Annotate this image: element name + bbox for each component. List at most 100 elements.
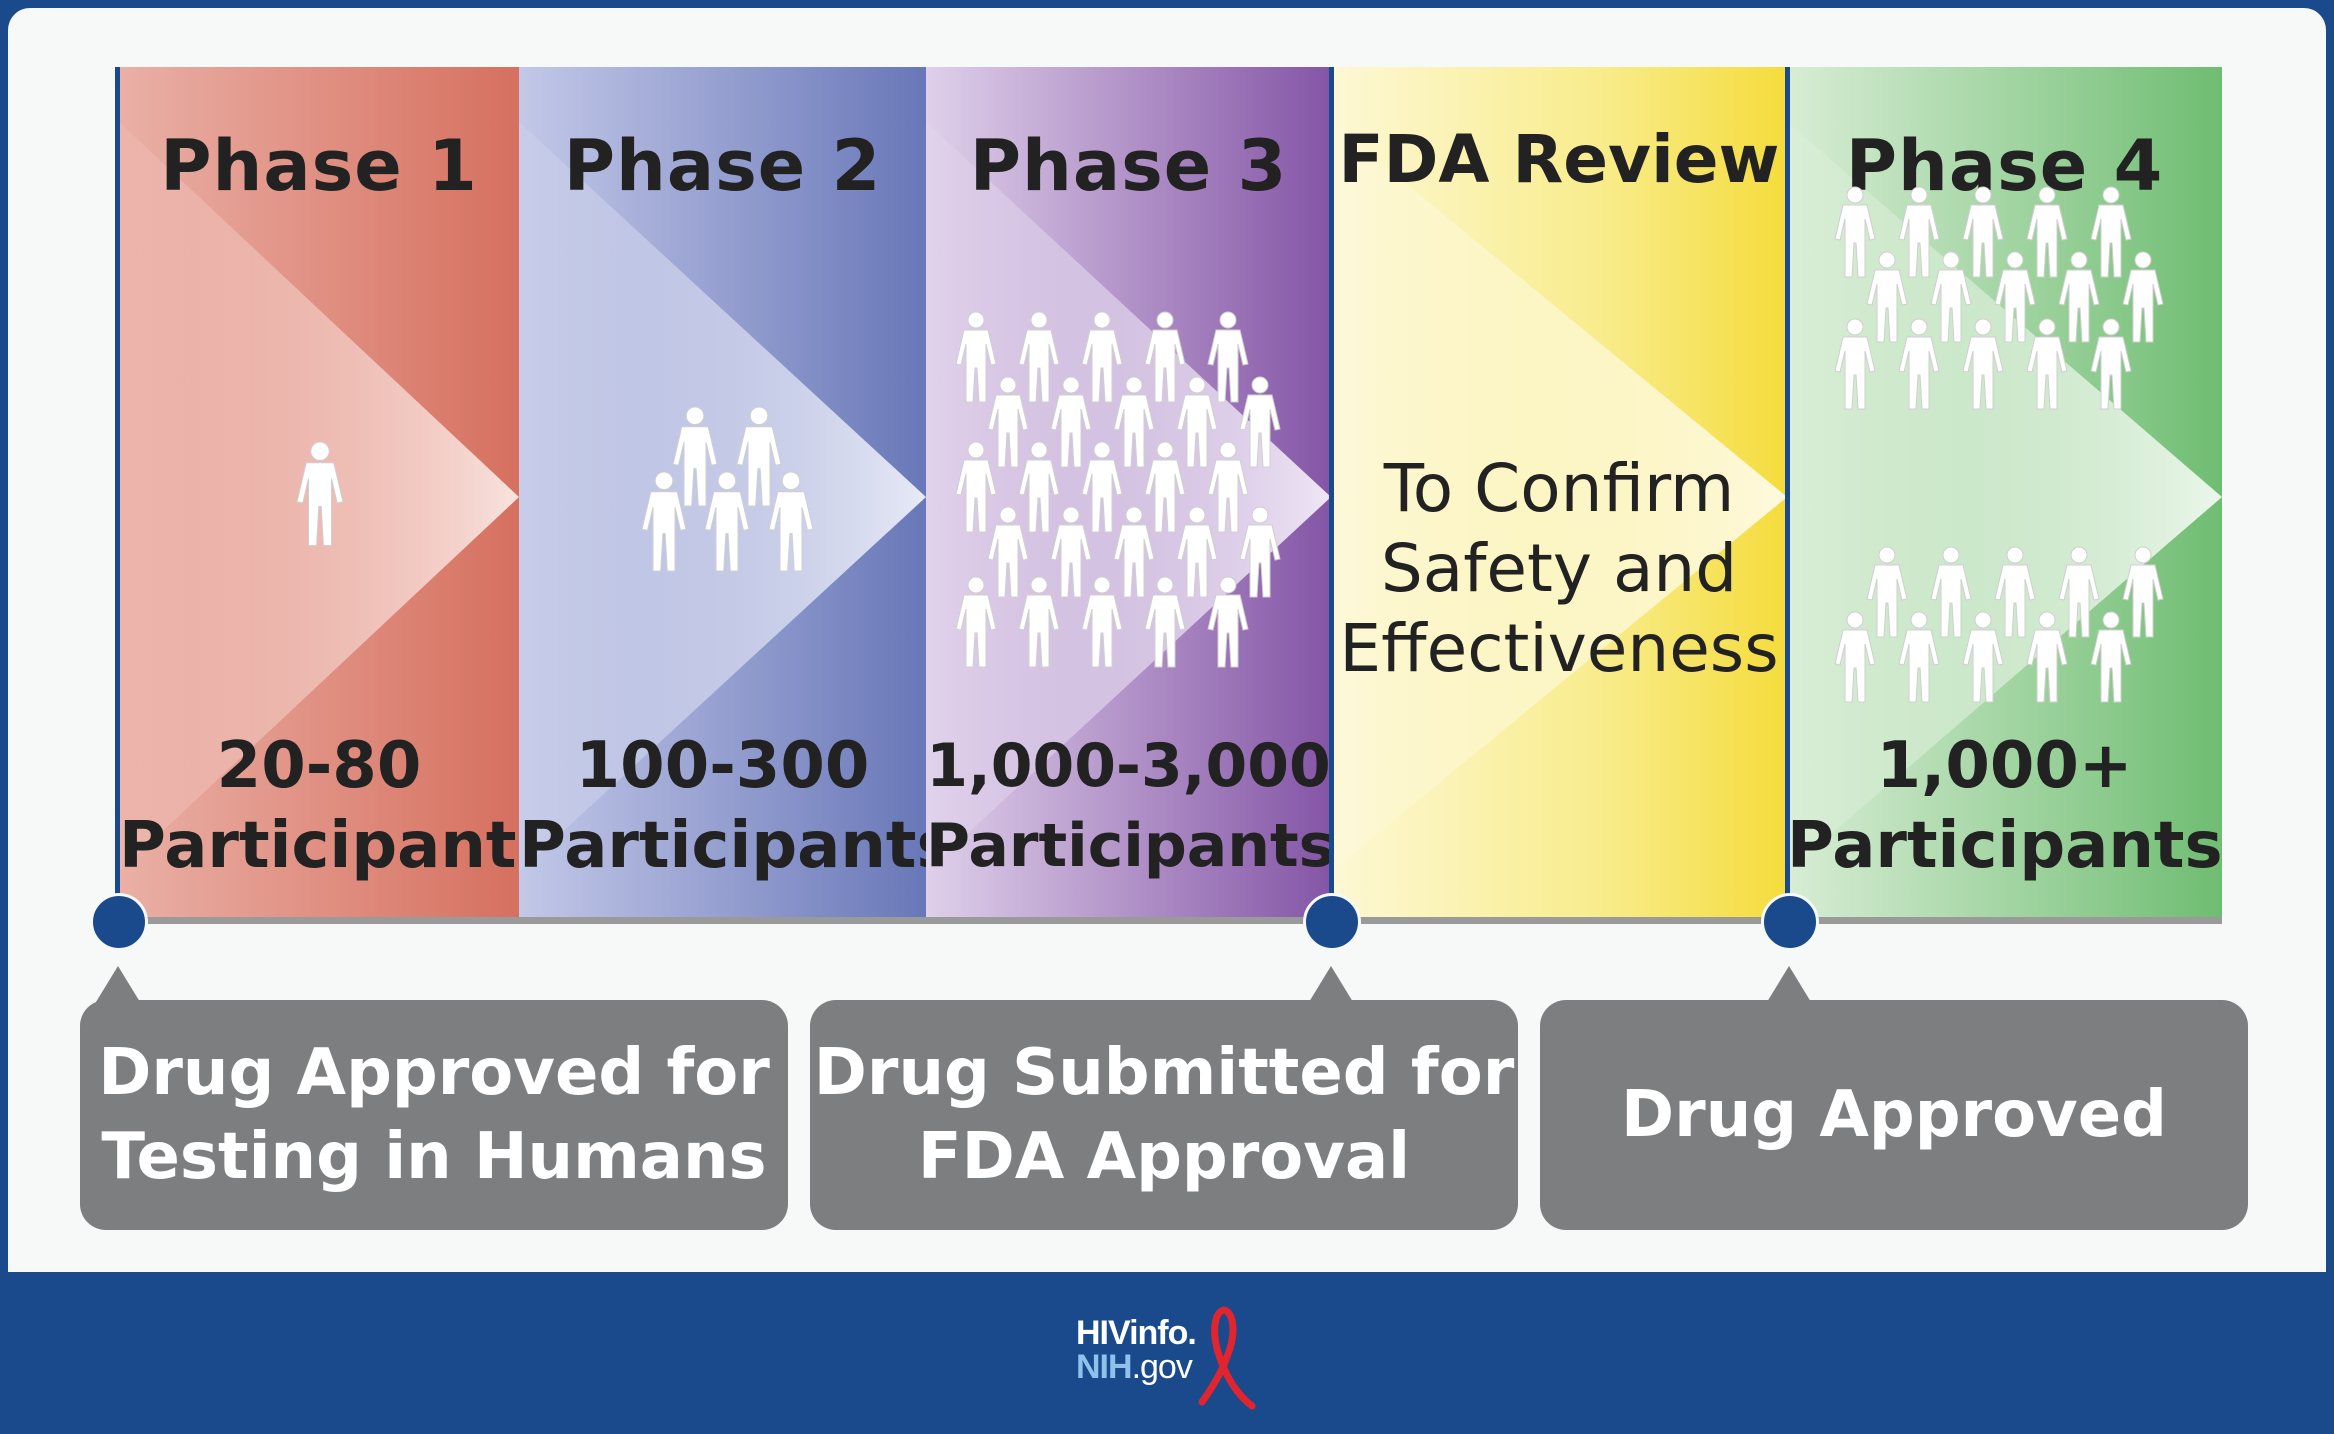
callout-3-pointer xyxy=(1767,966,1811,1002)
person-icon xyxy=(1834,611,1876,703)
person-icon xyxy=(1207,441,1249,533)
start-line xyxy=(115,67,120,920)
person-icon xyxy=(1144,311,1186,403)
person-icon xyxy=(1207,576,1249,668)
person-icon xyxy=(1018,441,1060,533)
fda-review-line-3: Effectiveness xyxy=(1339,610,1779,687)
person-icon xyxy=(1898,186,1940,278)
person-icon xyxy=(1834,186,1876,278)
person-icon xyxy=(1144,441,1186,533)
person-icon xyxy=(1050,506,1092,598)
phase-1-count: 20-80 xyxy=(216,729,422,803)
person-icon xyxy=(1930,546,1972,638)
person-icon xyxy=(1113,376,1155,468)
phase-4-people-icons xyxy=(1834,186,2164,703)
phase-3-panel: Phase 3 1,000-3,000 Participants xyxy=(926,67,1331,919)
person-icon xyxy=(1113,506,1155,598)
phase-1-title: Phase 1 xyxy=(160,125,478,207)
person-icon xyxy=(1898,611,1940,703)
person-icon xyxy=(2090,611,2132,703)
hivinfo-logo: HIVinfo. NIH.gov xyxy=(1072,1302,1272,1412)
person-icon xyxy=(2090,318,2132,410)
person-icon xyxy=(296,441,344,546)
person-icon xyxy=(1962,611,2004,703)
phase-2-count: 100-300 xyxy=(575,729,870,803)
person-icon xyxy=(1176,506,1218,598)
person-icon xyxy=(2122,546,2164,638)
phase-4-count: 1,000+ xyxy=(1876,729,2133,803)
person-icon xyxy=(1081,441,1123,533)
callout-1-pointer xyxy=(96,966,140,1002)
person-icon xyxy=(987,506,1029,598)
red-ribbon-icon xyxy=(1198,1306,1256,1410)
person-icon xyxy=(955,576,997,668)
phase-3-title: Phase 3 xyxy=(969,125,1288,207)
person-icon xyxy=(1239,506,1281,598)
milestone-1-line-1: Drug Approved for xyxy=(98,1036,770,1110)
approval-line xyxy=(1785,67,1790,920)
person-icon xyxy=(1081,311,1123,403)
person-icon xyxy=(768,471,814,572)
logo-line-2: NIH.gov xyxy=(1076,1348,1193,1387)
person-icon xyxy=(1207,311,1249,403)
fda-review-line-2: Safety and xyxy=(1380,530,1738,607)
phase-1-participants: 20-80 Participants xyxy=(119,726,519,886)
fda-review-panel: FDA Review To Confirm Safety and Effecti… xyxy=(1331,67,1787,919)
person-icon xyxy=(1834,318,1876,410)
phase-2-participants: 100-300 Participants xyxy=(519,726,926,886)
phase-2-people-icons xyxy=(641,406,814,572)
timeline-baseline xyxy=(117,917,2222,924)
phase-1-people-icons xyxy=(296,441,344,546)
person-icon xyxy=(1018,311,1060,403)
person-icon xyxy=(2026,186,2068,278)
phase-4-participants-label: Participants xyxy=(1787,809,2222,883)
phase-1-panel: Phase 1 20-80 Participants xyxy=(119,67,519,919)
milestone-2-line-1: Drug Submitted for xyxy=(813,1036,1515,1110)
milestone-3-line-1: Drug Approved xyxy=(1621,1078,2167,1152)
person-icon xyxy=(1866,251,1908,343)
person-icon xyxy=(2058,546,2100,638)
fda-review-title: FDA Review xyxy=(1338,121,1780,198)
phase-4-participants: 1,000+ Participants xyxy=(1787,726,2222,886)
person-icon xyxy=(704,471,750,572)
person-icon xyxy=(1050,376,1092,468)
phase-3-people-icons xyxy=(955,311,1281,668)
phase-3-participants-label: Participants xyxy=(926,811,1331,881)
person-icon xyxy=(2026,611,2068,703)
person-icon xyxy=(2090,186,2132,278)
person-icon xyxy=(955,311,997,403)
logo-nih: NIH xyxy=(1076,1348,1133,1386)
person-icon xyxy=(2122,251,2164,343)
person-icon xyxy=(1994,546,2036,638)
milestone-callout-testing: Drug Approved for Testing in Humans xyxy=(80,1000,788,1230)
person-icon xyxy=(641,471,687,572)
phase-3-count: 1,000-3,000 xyxy=(926,731,1331,801)
milestone-dot-submission xyxy=(1303,893,1361,951)
person-icon xyxy=(955,441,997,533)
phase-2-panel: Phase 2 100-300 Participants xyxy=(519,67,926,919)
milestone-dot-approval xyxy=(1761,893,1819,951)
person-icon xyxy=(1081,576,1123,668)
person-icon xyxy=(1962,318,2004,410)
milestone-callout-approved: Drug Approved xyxy=(1540,1000,2248,1230)
person-icon xyxy=(1018,576,1060,668)
phase-3-participants: 1,000-3,000 Participants xyxy=(926,726,1331,886)
phase-2-title: Phase 2 xyxy=(563,125,882,207)
callout-2-pointer xyxy=(1309,966,1353,1002)
phase-1-participants-label: Participants xyxy=(119,809,519,883)
person-icon xyxy=(987,376,1029,468)
person-icon xyxy=(1994,251,2036,343)
person-icon xyxy=(1176,376,1218,468)
person-icon xyxy=(736,406,782,507)
person-icon xyxy=(2026,318,2068,410)
milestone-1-line-2: Testing in Humans xyxy=(101,1120,767,1194)
submission-line xyxy=(1329,67,1334,920)
milestone-2-line-2: FDA Approval xyxy=(917,1120,1411,1194)
fda-review-background xyxy=(1331,67,1787,919)
milestone-callout-submission: Drug Submitted for FDA Approval xyxy=(810,1000,1518,1230)
person-icon xyxy=(1930,251,1972,343)
person-icon xyxy=(672,406,718,507)
logo-line-1: HIVinfo. xyxy=(1076,1314,1197,1352)
person-icon xyxy=(1898,318,1940,410)
fda-review-purpose: To Confirm Safety and Effectiveness xyxy=(1331,449,1787,689)
